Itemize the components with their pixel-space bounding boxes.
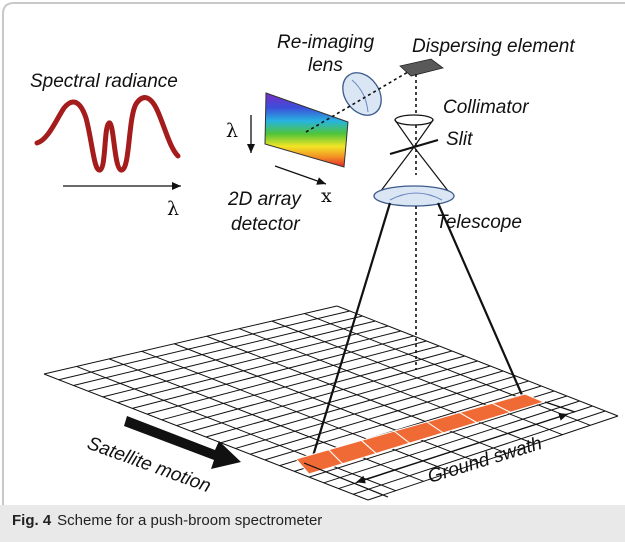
ground-grid-line bbox=[146, 340, 427, 415]
ground-grid-line bbox=[205, 360, 478, 438]
field-ray-left bbox=[311, 202, 392, 457]
spectral-radiance-label: Spectral radiance bbox=[30, 71, 178, 92]
collimator-ray-left bbox=[394, 119, 415, 148]
reimaging-lens-label-line2: lens bbox=[308, 55, 343, 76]
swath-dimension-arrow bbox=[356, 412, 569, 484]
ground-grid-line bbox=[58, 310, 350, 381]
detector-x-arrow bbox=[274, 165, 327, 185]
telescope-lens bbox=[373, 185, 455, 207]
lambda-axis-label: λ bbox=[167, 198, 179, 220]
telescope-ray-left bbox=[376, 146, 415, 197]
reimaging-lens bbox=[342, 72, 382, 116]
ground-grid-line bbox=[132, 335, 414, 409]
frame-corner bbox=[2, 2, 625, 505]
ground-grid-line bbox=[235, 370, 504, 449]
ground-grid-line bbox=[73, 315, 363, 386]
telescope-lens-curve bbox=[389, 192, 443, 201]
ground-grid-line bbox=[161, 345, 440, 421]
ground-grid-line bbox=[43, 373, 369, 501]
figure-caption-label: Fig. 4 bbox=[12, 512, 52, 529]
collimator-lens bbox=[394, 114, 434, 126]
dispersing-element bbox=[399, 58, 444, 77]
ground-grid-line bbox=[220, 365, 491, 444]
swath-extension-right bbox=[544, 401, 576, 413]
reimaging-lens-label-line1: Re-imaging bbox=[277, 32, 375, 53]
ground-grid-line bbox=[176, 350, 453, 427]
collimator-ray-right bbox=[413, 119, 434, 148]
detector-array bbox=[264, 92, 349, 168]
field-ray-right bbox=[436, 202, 524, 396]
figure-caption: Fig. 4 Scheme for a push-broom spectromet… bbox=[12, 512, 612, 534]
caption-bar bbox=[0, 505, 625, 542]
collimator-label: Collimator bbox=[443, 97, 529, 118]
ground-grid-line bbox=[141, 350, 452, 473]
detector-lambda-label: λ bbox=[226, 120, 238, 142]
ground-grid-line bbox=[88, 320, 376, 392]
telescope-label: Telescope bbox=[436, 212, 522, 233]
slit-label: Slit bbox=[446, 129, 473, 150]
telescope-ray-right bbox=[413, 146, 453, 197]
ground-grid-line bbox=[304, 313, 591, 426]
ground-grid-line bbox=[43, 305, 338, 375]
ground-grid-line bbox=[76, 365, 396, 492]
ground-grid-line bbox=[102, 325, 389, 398]
swath-extension-left bbox=[303, 462, 389, 498]
dispersing-element-label: Dispersing element bbox=[412, 36, 575, 57]
reimaging-lens-curve bbox=[351, 79, 369, 113]
ground-grid-line bbox=[271, 320, 563, 436]
detector-label-line2: detector bbox=[231, 214, 300, 235]
figure-caption-text: Scheme for a push-broom spectrometer bbox=[57, 512, 323, 529]
detector-label-line1: 2D array bbox=[227, 189, 302, 210]
optical-path-dotted bbox=[305, 68, 414, 133]
ground-grid-line bbox=[191, 355, 465, 432]
spectral-radiance-curve bbox=[34, 95, 181, 173]
ground-grid-line bbox=[117, 330, 401, 404]
detector-x-label: x bbox=[321, 185, 332, 207]
satellite-motion-arrow bbox=[124, 416, 241, 469]
swath-cell bbox=[490, 393, 546, 413]
ground-grid-line bbox=[336, 305, 619, 417]
